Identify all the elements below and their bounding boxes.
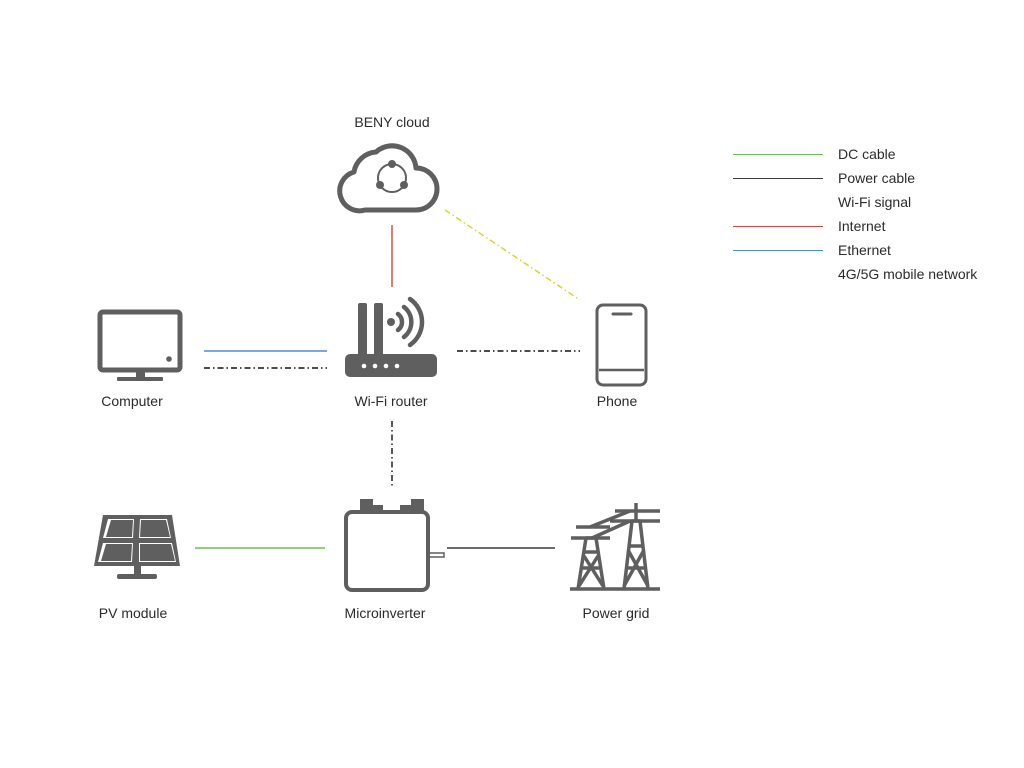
cloud-icon <box>337 143 440 214</box>
phone-label: Phone <box>596 393 638 409</box>
microinverter-icon <box>344 499 445 592</box>
cloud-label: BENY cloud <box>354 114 430 130</box>
solar-panel-icon <box>94 515 180 579</box>
monitor-icon <box>97 309 183 381</box>
microinverter-label: Microinverter <box>344 605 426 621</box>
router-label: Wi-Fi router <box>354 393 428 409</box>
connection-cloud-phone-mobile <box>444 209 581 301</box>
power-pylon-icon <box>570 503 660 591</box>
computer-label: Computer <box>101 393 163 409</box>
wifi-router-icon <box>345 296 437 377</box>
legend-swatch <box>733 250 823 251</box>
pv-module-label: PV module <box>98 605 168 621</box>
legend-item-dc-cable: DC cable <box>733 144 1003 164</box>
legend-item-mobile-network: 4G/5G mobile network <box>733 264 1003 284</box>
legend-label: DC cable <box>838 146 896 162</box>
legend-label: Wi-Fi signal <box>838 194 912 210</box>
legend-label: Power cable <box>838 170 916 186</box>
legend-swatch <box>733 154 823 155</box>
legend-item-internet: Internet <box>733 216 1003 236</box>
phone-icon <box>595 303 648 387</box>
legend-label: Internet <box>838 218 886 234</box>
legend-swatch <box>733 178 823 179</box>
legend-label: 4G/5G mobile network <box>838 266 978 282</box>
legend-item-wifi-signal: Wi-Fi signal <box>733 192 1003 212</box>
legend-label: Ethernet <box>838 242 891 258</box>
legend-item-ethernet: Ethernet <box>733 240 1003 260</box>
legend-swatch <box>733 226 823 227</box>
legend-item-power-cable: Power cable <box>733 168 1003 188</box>
power-grid-label: Power grid <box>582 605 650 621</box>
